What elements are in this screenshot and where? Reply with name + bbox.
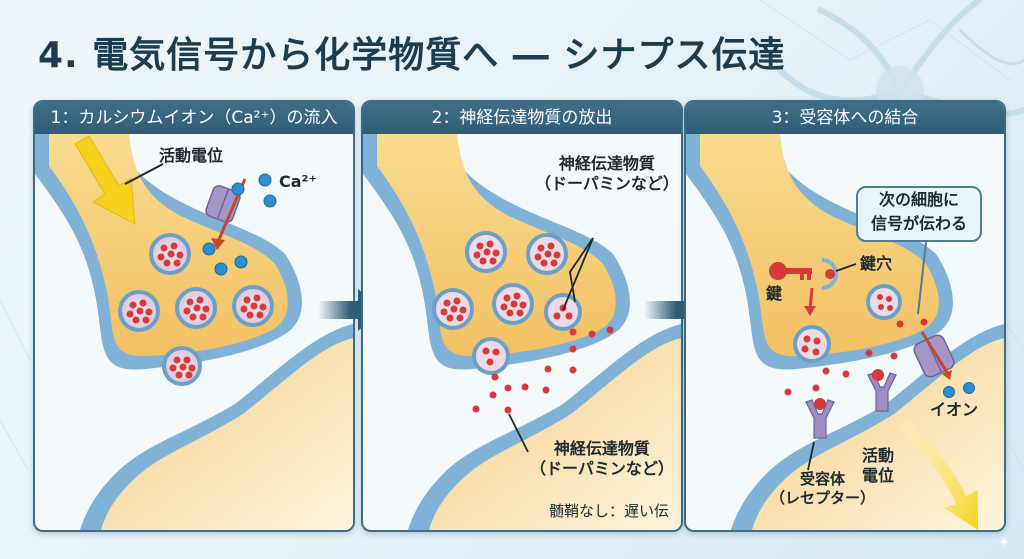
panel-neurotransmitter-release: 2：神経伝達物質の放出: [361, 100, 683, 532]
label-neurotransmitter-bottom: 神経伝達物質 （ドーパミンなど）: [530, 439, 674, 479]
panel-header: 1：カルシウムイオン（Ca²⁺）の流入: [35, 102, 353, 134]
label-ion: イオン: [930, 400, 979, 419]
postsynaptic-cytoplasm: [101, 338, 353, 530]
label-line: 神経伝達物質: [558, 154, 655, 173]
panel-receptor-binding: 3：受容体への結合: [684, 100, 1006, 532]
callout-line: 次の細胞に: [878, 190, 959, 209]
panel-body: 活動電位 Ca²⁺: [35, 134, 353, 530]
label-action-potential: 活動電位: [159, 146, 224, 165]
postsynaptic-cytoplasm: [429, 338, 681, 530]
receptor-icon: [867, 369, 897, 412]
label-calcium-ion: Ca²⁺: [279, 172, 317, 191]
label-action-potential: 活動 電位: [862, 446, 894, 486]
synapse-illustration: [363, 134, 681, 530]
sparkle-icon: ✦: [998, 535, 1010, 551]
callout-signal-transmitted: 次の細胞に 信号が伝わる: [856, 186, 982, 242]
postsynaptic-cytoplasm: [752, 338, 1004, 530]
synaptic-vesicles: [118, 233, 274, 386]
label-line: 活動: [862, 446, 895, 465]
label-line: （レセプター）: [770, 488, 876, 507]
label-neurotransmitter-top: 神経伝達物質 （ドーパミンなど）: [535, 154, 679, 194]
panel-body: 次の細胞に 信号が伝わる 鍵 鍵穴 イオン 受容体 （レセプター） 活動 電位: [686, 134, 1004, 530]
page-title: 4. 電気信号から化学物質へ ― シナプス伝達: [38, 35, 786, 76]
synaptic-vesicles: [432, 231, 582, 375]
action-potential-arrow: [896, 420, 978, 530]
callout-line: 信号が伝わる: [870, 214, 967, 233]
label-receptor: 受容体 （レセプター）: [770, 470, 875, 508]
label-key: 鍵: [766, 284, 783, 303]
label-line: 電位: [862, 466, 895, 485]
panel-calcium-influx: 1：カルシウムイオン（Ca²⁺）の流入: [33, 100, 355, 532]
label-line: （ドーパミンなど）: [530, 459, 674, 478]
footnote-text: 髄鞘なし：遅い伝: [549, 502, 670, 520]
synapse-illustration: [35, 134, 353, 530]
label-line: 受容体: [800, 470, 846, 488]
panel-header: 3：受容体への結合: [686, 102, 1004, 134]
released-neurotransmitters: [472, 326, 614, 414]
panel-body: 神経伝達物質 （ドーパミンなど） 神経伝達物質 （ドーパミンなど） 髄鞘なし：遅…: [363, 134, 681, 530]
released-neurotransmitters: [784, 318, 928, 396]
calcium-ions: [202, 173, 277, 276]
receptor-icon: [805, 398, 835, 439]
keyhole-icon: [821, 258, 838, 290]
label-keyhole: 鍵穴: [860, 254, 893, 273]
label-line: 神経伝達物質: [553, 439, 650, 458]
ions: [943, 382, 975, 398]
label-line: （ドーパミンなど）: [535, 174, 679, 193]
action-potential-arrow: [74, 135, 136, 225]
synapse-illustration: [686, 134, 1004, 530]
key-icon: [769, 262, 812, 280]
panel-header: 2：神経伝達物質の放出: [363, 102, 681, 134]
